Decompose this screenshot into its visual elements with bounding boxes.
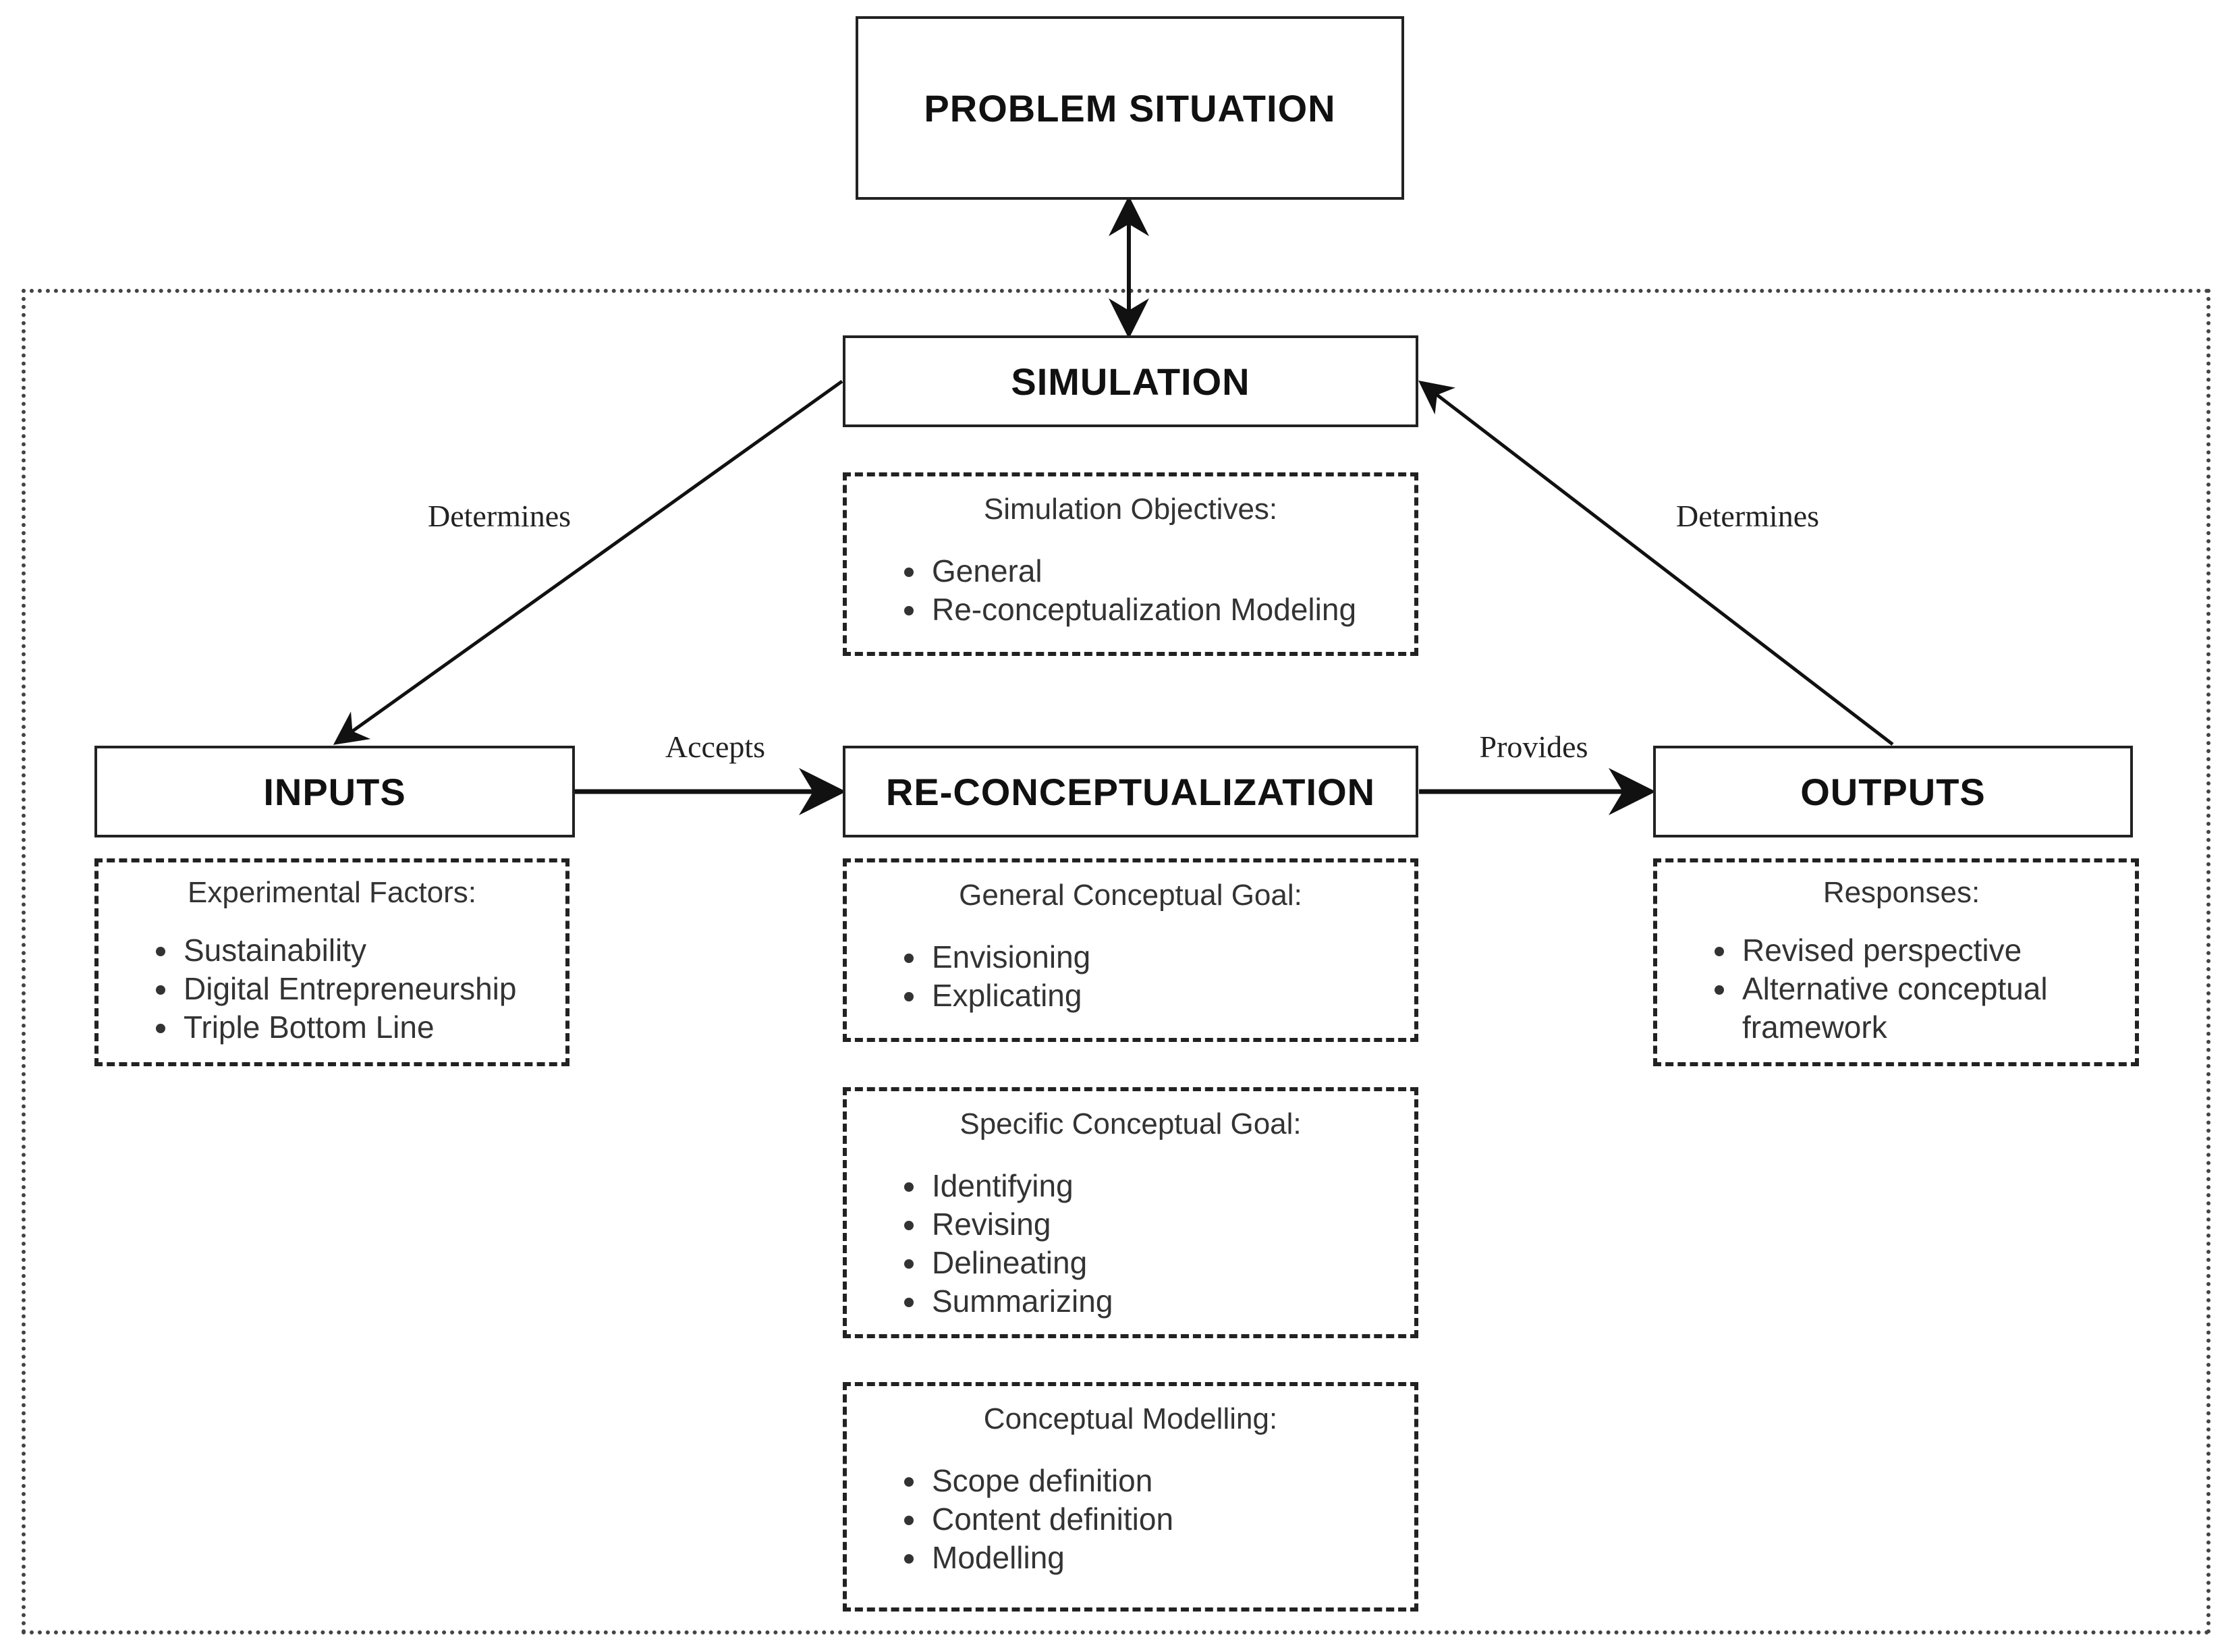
list-item: Alternative conceptual framework [1738,970,2121,1047]
outputs-label: OUTPUTS [1800,770,1986,813]
specific-conceptual-goal-heading: Specific Conceptual Goal: [959,1107,1302,1140]
list-item: Content definition [928,1500,1390,1539]
list-item: General [928,552,1390,590]
problem-situation-label: PROBLEM SITUATION [924,86,1336,130]
conceptual-modelling-box: Conceptual Modelling: Scope definition C… [843,1382,1418,1612]
list-item: Scope definition [928,1462,1390,1500]
edge-label-determines-right: Determines [1675,499,1820,533]
experimental-factors-list: Sustainability Digital Entrepreneurship … [123,931,541,1047]
reconceptualization-box: RE-CONCEPTUALIZATION [843,746,1418,837]
list-item: Re-conceptualization Modeling [928,590,1390,629]
simulation-objectives-box: Simulation Objectives: General Re-concep… [843,472,1418,656]
list-item: Sustainability [179,931,541,970]
list-item: Summarizing [928,1282,1390,1321]
arrow-simulation-inputs [333,379,843,745]
reconceptualization-label: RE-CONCEPTUALIZATION [885,770,1376,813]
edge-label-determines-left: Determines [427,499,572,533]
list-item: Modelling [928,1539,1390,1577]
simulation-box: SIMULATION [843,335,1418,427]
responses-list: Revised perspective Alternative conceptu… [1681,931,2121,1047]
list-item: Revising [928,1205,1390,1244]
experimental-factors-box: Experimental Factors: Sustainability Dig… [94,858,569,1066]
general-conceptual-goal-list: Envisioning Explicating [871,938,1390,1015]
responses-heading: Responses: [1822,876,1980,909]
edge-label-accepts: Accepts [665,729,766,764]
conceptual-modelling-heading: Conceptual Modelling: [983,1402,1278,1435]
list-item: Revised perspective [1738,931,2121,970]
list-item: Delineating [928,1244,1390,1282]
list-item: Digital Entrepreneurship [179,970,541,1008]
simulation-objectives-list: General Re-conceptualization Modeling [871,552,1390,629]
list-item: Envisioning [928,938,1390,976]
simulation-label: SIMULATION [1011,360,1250,403]
outputs-box: OUTPUTS [1653,746,2133,837]
arrow-outputs-simulation [1418,380,1894,746]
edge-label-provides: Provides [1479,729,1588,764]
general-conceptual-goal-box: General Conceptual Goal: Envisioning Exp… [843,858,1418,1042]
experimental-factors-heading: Experimental Factors: [188,876,476,909]
list-item: Explicating [928,976,1390,1015]
general-conceptual-goal-heading: General Conceptual Goal: [959,879,1302,912]
inputs-box: INPUTS [94,746,575,837]
list-item: Triple Bottom Line [179,1008,541,1047]
specific-conceptual-goal-list: Identifying Revising Delineating Summari… [871,1167,1390,1321]
conceptual-modelling-list: Scope definition Content definition Mode… [871,1462,1390,1577]
list-item: Identifying [928,1167,1390,1205]
specific-conceptual-goal-box: Specific Conceptual Goal: Identifying Re… [843,1087,1418,1338]
inputs-label: INPUTS [263,770,406,813]
responses-box: Responses: Revised perspective Alternati… [1653,858,2139,1066]
problem-situation-box: PROBLEM SITUATION [856,16,1404,200]
simulation-objectives-heading: Simulation Objectives: [983,493,1278,526]
